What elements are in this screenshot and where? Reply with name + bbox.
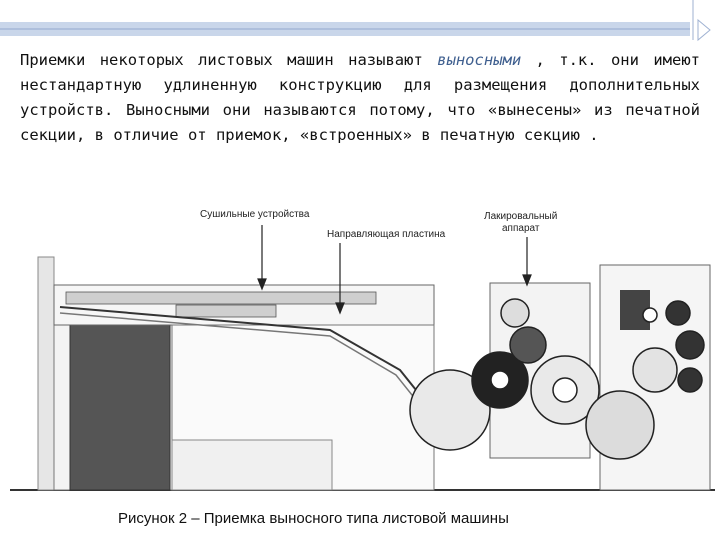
label-coater-1: Лакировальный — [484, 211, 557, 222]
highlighted-term: выносными — [437, 51, 522, 69]
corner-arrow-decoration — [692, 0, 711, 42]
body-paragraph: Приемки некоторых листовых машин называю… — [20, 51, 700, 144]
label-guide-plate: Направляющая пластина — [327, 229, 446, 240]
machine-diagram: Сушильные устройства Направляющая пласти… — [10, 209, 715, 491]
figure-caption: Рисунок 2 – Приемка выносного типа листо… — [118, 510, 509, 527]
label-coater-2: аппарат — [502, 223, 540, 234]
header-band-line — [0, 28, 690, 30]
label-dryers: Сушильные устройства — [200, 209, 310, 220]
